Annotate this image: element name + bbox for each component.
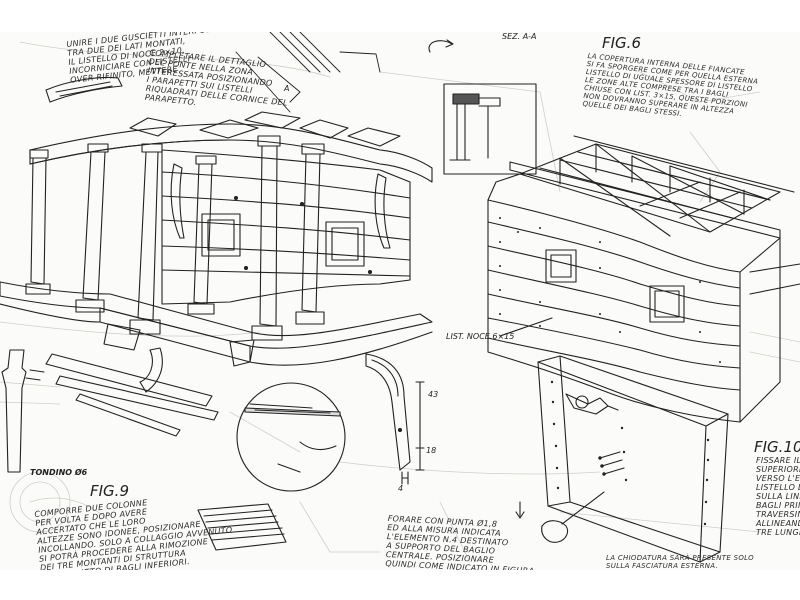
note-bottom-center: FORARE CON PUNTA Ø1,8 ED ALLA MISURA IND… [385,514,535,570]
column-4 [187,155,217,315]
dimension-18: 18 [426,446,437,455]
bracket-dimensioned [365,353,425,485]
fig6-label: FIG.6 [602,34,641,52]
note-fig10: FISSARE IL SUPERIORE VERSO L'ES LISTELLO… [756,456,800,537]
section-label: SEZ. A-A [502,32,537,41]
top-left-plank [45,77,123,103]
column-3 [129,143,163,335]
plan-sheet: FIG.6 FIG.9 FIG.10 UNIRE I DUE GUSCIETTI… [0,32,800,570]
awl-tool [541,491,605,543]
hand-drill [565,393,619,415]
grating-piece [197,503,287,551]
section-detail-box [443,83,537,175]
note-bottom-right: LA CHIODATURA SARÀ PRESENTE SOLO SULLA F… [606,554,754,570]
top-center-hatch [235,32,381,113]
column-6 [295,143,325,325]
fig6-hull-frame [487,135,800,423]
nails-set [598,451,625,476]
column-1 [25,149,51,295]
curved-arrow-top [428,39,454,53]
drilled-plank-holes [550,380,710,526]
magnified-detail-circle [236,382,346,492]
fig9-label: FIG.9 [90,482,129,500]
tondino-label: TONDINO Ø6 [30,468,88,477]
column-2 [75,143,109,313]
column-deck-assembly [0,111,433,366]
leader-list-noce [499,317,553,337]
bolt-arrow [515,501,525,519]
dimension-43: 43 [428,390,439,399]
dimension-4: 4 [398,484,404,493]
section-arrow-label: A [284,84,290,93]
column-5 [251,135,283,341]
drilled-plank [537,355,729,563]
loose-beams [25,323,255,437]
fig6-nail-dots [499,217,721,363]
ghost-background-lines [0,41,800,563]
assembly-drawing [0,32,800,563]
list-noce-label: LIST. NOCE 6×15 [446,332,515,341]
baluster-left [1,349,27,473]
fig10-label: FIG.10 [754,438,800,456]
